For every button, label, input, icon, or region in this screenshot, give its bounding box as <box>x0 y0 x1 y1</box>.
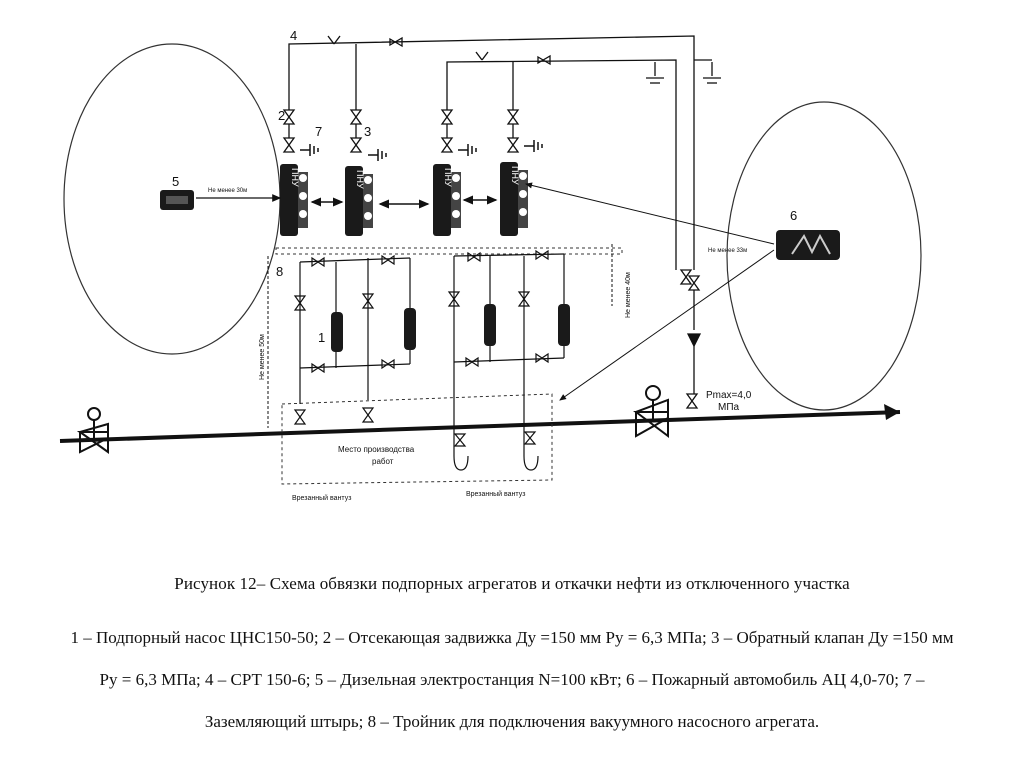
label-pmax: Pmax=4,0 <box>706 390 752 401</box>
legend-line-2: Ру = 6,3 МПа; 4 – СРТ 150-6; 5 – Дизельн… <box>99 670 925 689</box>
dimension-lines <box>267 244 613 428</box>
label-dist-33: Не менее 33м <box>708 248 747 254</box>
right-safety-zone <box>726 101 922 411</box>
label-7: 7 <box>315 124 322 139</box>
truck-sight-lines <box>525 182 775 401</box>
suction-manifold <box>293 249 565 471</box>
booster-pump-units <box>280 162 528 236</box>
pump-unit-label-2: ПНУ <box>355 170 365 189</box>
label-6: 6 <box>790 208 797 223</box>
label-5: 5 <box>172 174 179 189</box>
label-3: 3 <box>364 124 371 139</box>
pipeline-valve-right <box>633 385 669 438</box>
label-dist-30: Не менее 30м <box>208 188 247 194</box>
main-pipeline <box>59 404 901 443</box>
pipeline-valve-left <box>76 407 109 454</box>
label-4: 4 <box>290 28 297 43</box>
figure-title: Рисунок 12– Схема обвязки подпорных агре… <box>174 574 850 593</box>
label-dist-50: Не менее 50м <box>259 334 266 380</box>
grounding-rods <box>300 140 543 161</box>
label-work-place: Место производства <box>338 445 415 454</box>
diesel-power-station <box>160 190 194 210</box>
suction-pumps <box>331 304 570 352</box>
discharge-headers <box>288 35 721 270</box>
pump-unit-label-3: ПНУ <box>443 168 453 187</box>
label-8: 8 <box>276 264 283 279</box>
legend-line-1: 1 – Подпорный насос ЦНС150-50; 2 – Отсек… <box>70 628 954 647</box>
pump-field-boundary <box>275 247 623 255</box>
pump-line-valves <box>282 109 520 153</box>
label-pmax-unit: МПа <box>718 402 740 413</box>
label-1: 1 <box>318 330 325 345</box>
fire-truck <box>776 230 840 260</box>
label-contour-left: Врезанный вантуз <box>292 494 351 502</box>
outlet-line <box>679 269 702 409</box>
legend-line-3: Заземляющий штырь; 8 – Тройник для подкл… <box>204 712 820 731</box>
label-contour-right: Врезанный вантуз <box>466 490 525 498</box>
pumping-scheme-diagram: ПНУ ПНУ ПНУ ПНУ <box>59 28 922 502</box>
label-work-place-2: работ <box>372 457 394 466</box>
pump-unit-label-1: ПНУ <box>290 168 300 187</box>
work-area-boundary <box>281 393 553 485</box>
label-2: 2 <box>278 108 285 123</box>
pump-spacing-arrows <box>310 195 498 209</box>
pump-unit-label-4: ПНУ <box>510 166 520 185</box>
label-dist-40: Не менее 40м <box>625 272 632 318</box>
